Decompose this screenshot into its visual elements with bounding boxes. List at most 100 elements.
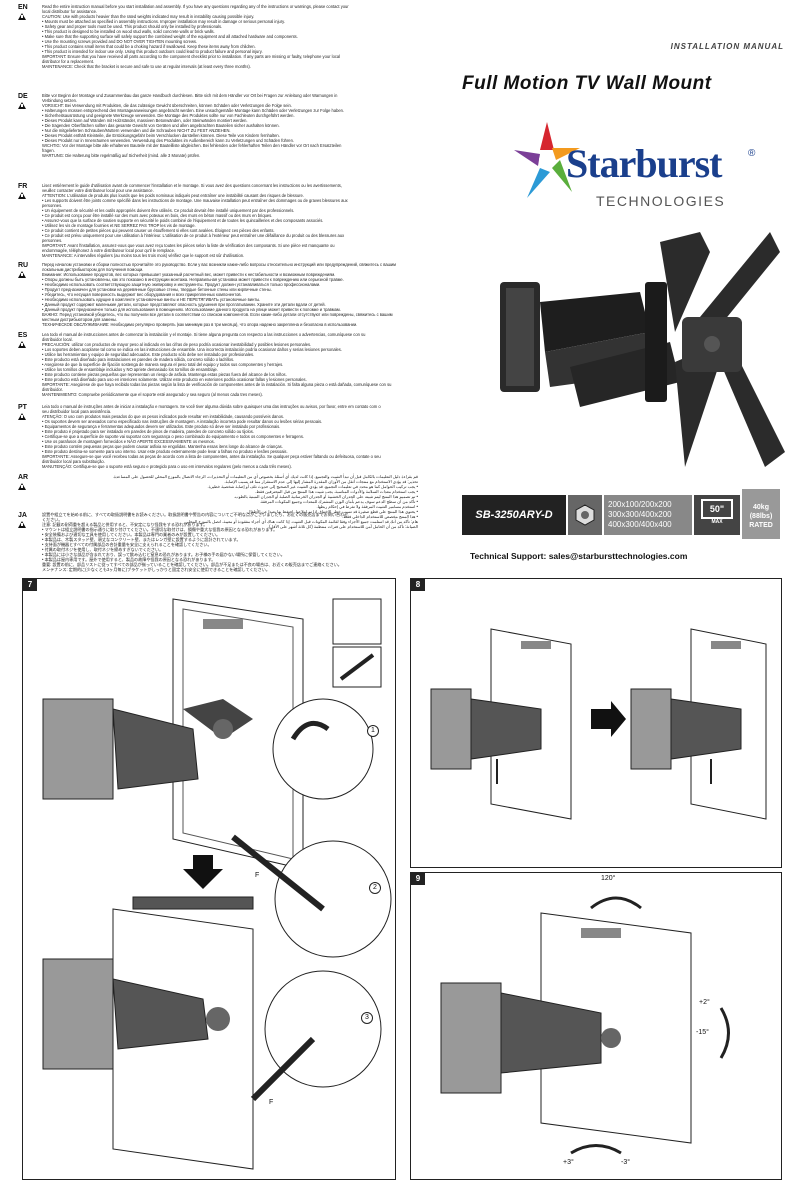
instruction-line: • Asegúrese de que la superficie de fija… bbox=[42, 362, 284, 367]
instruction-line: distributor for a replacement. bbox=[42, 59, 95, 64]
instruction-line: ATTENTION: L'utilisation de produits plu… bbox=[42, 193, 304, 198]
warning-icon bbox=[18, 13, 26, 20]
instruction-line: • 支持面が機器とすべての付属部品の合計重量を安全に支えられることを確認してくだ… bbox=[42, 542, 212, 547]
instruction-line: MANTENIMIENTO: Compruebe periódicamente … bbox=[42, 392, 263, 397]
instruction-line: IMPORTANTE: Asegúrese de que haya recibi… bbox=[42, 382, 392, 387]
instruction-line: seu distribuidor local para assistência. bbox=[42, 409, 112, 414]
instruction-line: Перед началом установки и сборки полност… bbox=[42, 262, 396, 267]
step-7-panel: 7 1 2 3 F F bbox=[22, 578, 396, 1180]
callout-1: 1 bbox=[367, 725, 379, 737]
rotate-plus: +3° bbox=[563, 1159, 574, 1166]
instruction-line: • Die tragenden Oberflächen sollten das … bbox=[42, 123, 280, 128]
vesa-patterns: 200x100/200x200 300x300/400x200 400x300/… bbox=[604, 495, 692, 535]
instruction-line: • يجب تركيب الحوامل كما هو محدد في تعليم… bbox=[207, 484, 418, 489]
step-7-illustration bbox=[42, 598, 392, 1170]
spec-strip: SB-3250ARY-D 200x100/200x200 300x300/400… bbox=[462, 487, 780, 543]
instruction-line: PRECAUCIÓN: utilizar con productos de ma… bbox=[42, 342, 312, 347]
language-text: Read the entire instruction manual befor… bbox=[42, 4, 418, 69]
instruction-line: • استخدم مسامير التثبيت المرفقة ولا تفرط… bbox=[316, 504, 418, 509]
warning-icon bbox=[18, 483, 26, 490]
callout-3: 3 bbox=[361, 1012, 373, 1024]
warning-icon bbox=[18, 192, 26, 199]
instruction-line: • Este producto está diseñado para insta… bbox=[42, 357, 235, 362]
instruction-line: • Use the mounting screws provided and D… bbox=[42, 39, 198, 44]
instruction-line: الصيانة: تأكد من أن الحامل آمن للاستخدام… bbox=[267, 524, 418, 529]
instruction-line: Lea todo el manual de instrucciones ante… bbox=[42, 332, 366, 337]
instruction-line: قم بقراءة دليل التعليمات بالكامل قبل أن … bbox=[112, 474, 418, 479]
instruction-line: • Опоры должны быть установлены, как это… bbox=[42, 277, 344, 282]
instruction-line: • 安全装備および適切な工具を使用してください。本製品は専門の業者のみが設置して… bbox=[42, 532, 221, 537]
instruction-line: • Make sure that the supporting surface … bbox=[42, 34, 298, 39]
language-code: DE bbox=[18, 93, 28, 100]
instruction-line: メンテナンス: 定期的に(少なくとも3ヶ月毎に)ブラケットがしっかりと固定され安… bbox=[42, 567, 270, 572]
swivel-angle: 120° bbox=[601, 875, 616, 882]
instruction-line: Lisez entièrement le guide d'utilisation… bbox=[42, 183, 342, 188]
model-number: SB-3250ARY-D bbox=[462, 495, 566, 535]
step-8-illustration bbox=[430, 628, 767, 820]
instruction-line: • Dieses Produkt kann auf Wänden mit Hol… bbox=[42, 118, 248, 123]
instruction-line: • Nur die mitgelieferten Schrauben/Mutte… bbox=[42, 128, 231, 133]
instruction-line: • Halterungen müssen entsprechend den Mo… bbox=[42, 108, 345, 113]
instruction-line: • تأكد من أن سطح الدعم سوف يدعم بأمان ال… bbox=[259, 499, 418, 504]
instruction-line: • Убедитесь, что несущая поверхность выд… bbox=[42, 292, 242, 297]
instruction-line: • Les supports doivent être joints comme… bbox=[42, 198, 348, 203]
instruction-line: Внимание: Использование продуктов, вес к… bbox=[42, 272, 336, 277]
instruction-line: • Este produto é projetado para ser inst… bbox=[42, 429, 254, 434]
instruction-line: Bitte vor Beginn der Montage und Zusamme… bbox=[42, 93, 338, 98]
instruction-line: • Los soportes deben acoplarse tal como … bbox=[42, 347, 342, 352]
instruction-line: ТЕХНИЧЕСКОЕ ОБСЛУЖИВАНИЕ: Необходимо рег… bbox=[42, 322, 358, 327]
product-title: Full Motion TV Wall Mount bbox=[462, 73, 712, 94]
warning-icon bbox=[18, 413, 26, 420]
instruction-line: • 本製品には小さな部品が含まれており、誤って飲み込むと窒息の恐れがあります。お… bbox=[42, 552, 285, 557]
instruction-line: • 本製品は、木製スタッド壁、頑丈なコンクリート壁、またはレンガ壁に設置するよう… bbox=[42, 537, 241, 542]
instruction-line: • يجب استخدام معدات السلامة والأدوات الم… bbox=[255, 489, 418, 494]
screen-size-badge: 50" MAX bbox=[694, 495, 740, 535]
instruction-line: Read the entire instruction manual befor… bbox=[42, 4, 349, 9]
instruction-line: WICHTIG: Vor der Montage bitte alle erha… bbox=[42, 143, 342, 148]
instruction-line: • تم تصميم هذا المنتج ليتم تثبيته على ال… bbox=[233, 494, 418, 499]
instruction-line: Leia todo o manual de instruções antes d… bbox=[42, 404, 381, 409]
instruction-line: • Utilice los tornillos de ensamblaje in… bbox=[42, 367, 218, 372]
vesa-line: 400x300/400x400 bbox=[608, 520, 672, 529]
instruction-line: 注意: 記載の耐荷重を超える製品と併用すると、不安定になり怪我をする恐れがありま… bbox=[42, 522, 208, 527]
instruction-line: • Utilisez les vis de montage fournies e… bbox=[42, 223, 196, 228]
lang-block-pt: PT Leia todo o manual de instruções antes… bbox=[18, 404, 418, 469]
screen-size: 50" bbox=[701, 499, 733, 519]
step-number: 9 bbox=[411, 873, 425, 885]
instruction-line: • Un équipement de sécurité et les outil… bbox=[42, 208, 295, 213]
instruction-line: local distributor for assistance. bbox=[42, 9, 98, 14]
instruction-line: • Assurez-vous que la surface de soutien… bbox=[42, 218, 324, 223]
instruction-line: endommagée, téléphonez à votre distribut… bbox=[42, 248, 175, 253]
instruction-line: MANUTENÇÃO: Certifique-se que o suporte … bbox=[42, 464, 292, 469]
instruction-line: هام: تأكد من أنك قد استلمت جميع الأجزاء … bbox=[184, 519, 418, 524]
instruction-line: IMPORTANT: Ensure that you have received… bbox=[42, 54, 341, 59]
vesa-line: 300x300/400x200 bbox=[608, 510, 672, 519]
instruction-line: • Use os parafusos de montagem fornecido… bbox=[42, 439, 215, 444]
instruction-line: • Ce produit contient de petites pièces … bbox=[42, 228, 275, 233]
language-code: PT bbox=[18, 404, 27, 411]
screen-size-note: MAX bbox=[711, 519, 723, 525]
language-text: Lea todo el manual de instrucciones ante… bbox=[42, 332, 418, 397]
instruction-line: • Необходимо использовать соответствующу… bbox=[42, 282, 321, 287]
label-f-lower: F bbox=[269, 1099, 274, 1106]
weight-badge: 40kg (88lbs) RATED bbox=[742, 489, 780, 539]
weight-kg: 40kg bbox=[753, 504, 769, 511]
language-text: Bitte vor Beginn der Montage und Zusamme… bbox=[42, 93, 418, 158]
instruction-line: • Продукт предназначен для установки на … bbox=[42, 287, 272, 292]
bolt-icon bbox=[568, 495, 602, 535]
instruction-line: Verbindung setzen. bbox=[42, 98, 78, 103]
instruction-line: • Ce produit est prévu uniquement pour u… bbox=[42, 233, 345, 238]
instruction-line: • Certifique-se que a superfície de supo… bbox=[42, 434, 304, 439]
instruction-line: CAUTION: Use with products heavier than … bbox=[42, 14, 255, 19]
instruction-line: MAINTENANCE: Check that the bracket is s… bbox=[42, 64, 251, 69]
instruction-line: 重要: 設置の前に、部品リストに従ってすべての部品が揃っていることを確認してくだ… bbox=[42, 562, 342, 567]
instruction-line: MAINTENANCE: A intervalles réguliers (au… bbox=[42, 253, 245, 258]
instruction-line: 設置や組立てを始める前に、すべての取扱説明書をお読みください。取扱説明書や警告の… bbox=[42, 512, 349, 517]
instruction-line: distribuidor local para substituição. bbox=[42, 459, 105, 464]
instruction-line: • Safety gear and proper tools must be u… bbox=[42, 24, 223, 29]
warning-icon bbox=[18, 341, 26, 348]
